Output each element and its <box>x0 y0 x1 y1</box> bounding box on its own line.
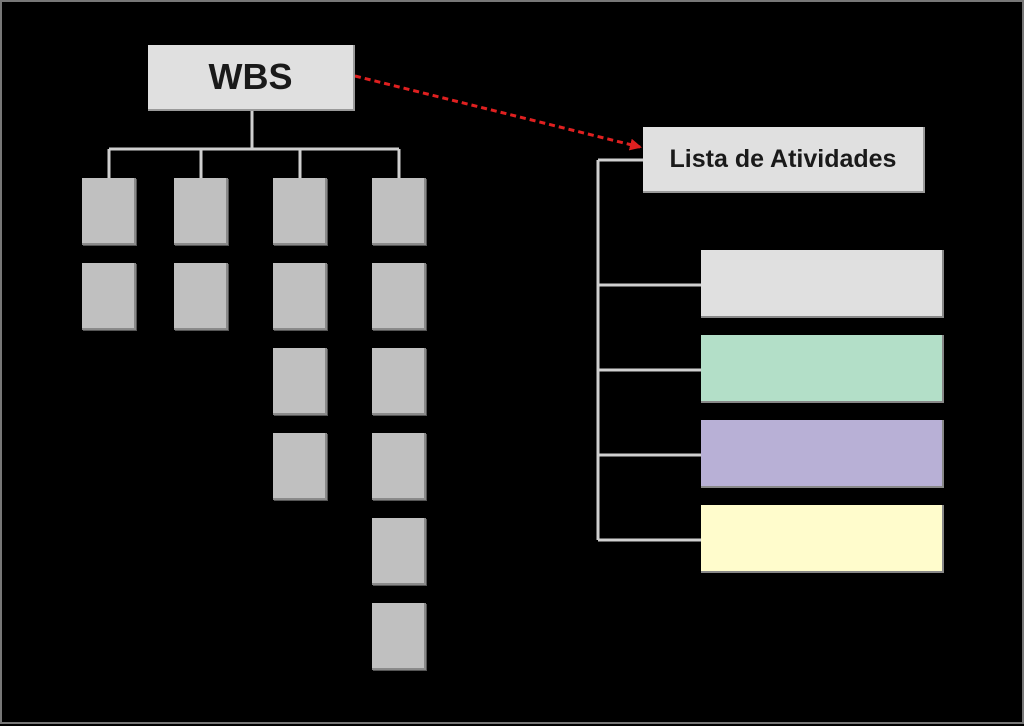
wbs-work-package <box>372 263 426 330</box>
wbs-work-package <box>372 178 426 245</box>
activity-item <box>701 250 944 318</box>
wbs-work-package <box>372 603 426 670</box>
wbs-title-box: WBS <box>148 45 355 111</box>
activity-list-title-box: Lista de Atividades <box>643 127 925 193</box>
wbs-work-package <box>273 433 327 500</box>
wbs-work-package <box>273 263 327 330</box>
activity-item <box>701 505 944 573</box>
wbs-title-text: WBS <box>208 56 293 97</box>
wbs-work-package <box>372 518 426 585</box>
activity-list-title-text: Lista de Atividades <box>669 144 897 173</box>
wbs-work-package <box>372 433 426 500</box>
dashed-red-arrow <box>354 74 642 151</box>
activity-item <box>701 420 944 488</box>
wbs-work-package <box>174 178 228 245</box>
wbs-work-package <box>82 178 136 245</box>
wbs-work-package <box>174 263 228 330</box>
wbs-work-package <box>273 178 327 245</box>
wbs-work-package <box>82 263 136 330</box>
activity-item <box>701 335 944 403</box>
wbs-work-package <box>372 348 426 415</box>
wbs-work-package <box>273 348 327 415</box>
